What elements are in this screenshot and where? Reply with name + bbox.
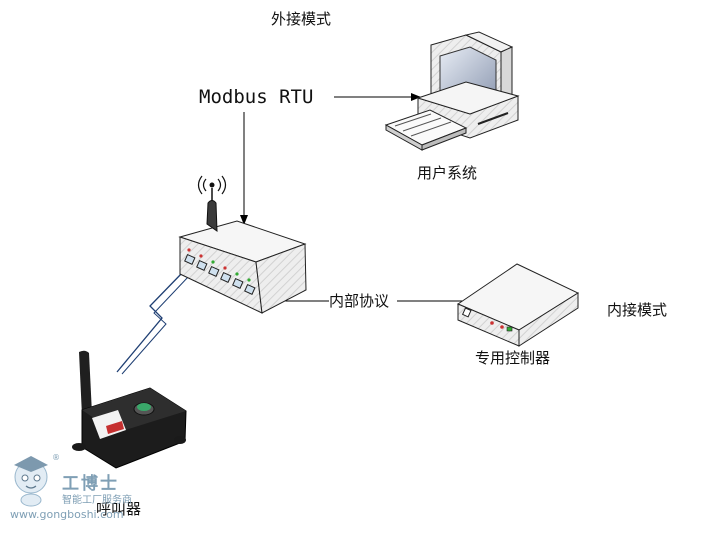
gateway-router-icon	[178, 175, 307, 314]
user-system-label: 用户系统	[417, 164, 478, 182]
modbus-rtu-label: Modbus RTU	[199, 86, 314, 108]
mascot-logo	[14, 456, 48, 507]
computer-icon	[384, 31, 520, 151]
wireless-link	[116, 271, 184, 373]
controller-device-icon	[456, 263, 580, 347]
internal-mode-label: 内接模式	[607, 301, 668, 319]
watermark-brand: 工博士	[62, 474, 119, 494]
dedicated-controller-label: 专用控制器	[475, 349, 551, 367]
watermark-slogan: 智能工厂服务商	[62, 495, 132, 506]
external-mode-label: 外接模式	[271, 10, 332, 28]
watermark-url: www.gongboshi.com	[10, 508, 124, 521]
watermark-registered-mark: ®	[52, 453, 60, 462]
pager-label: 呼叫器	[96, 500, 142, 518]
pager-device-icon	[72, 350, 187, 469]
internal-protocol-label: 内部协议	[329, 292, 390, 310]
